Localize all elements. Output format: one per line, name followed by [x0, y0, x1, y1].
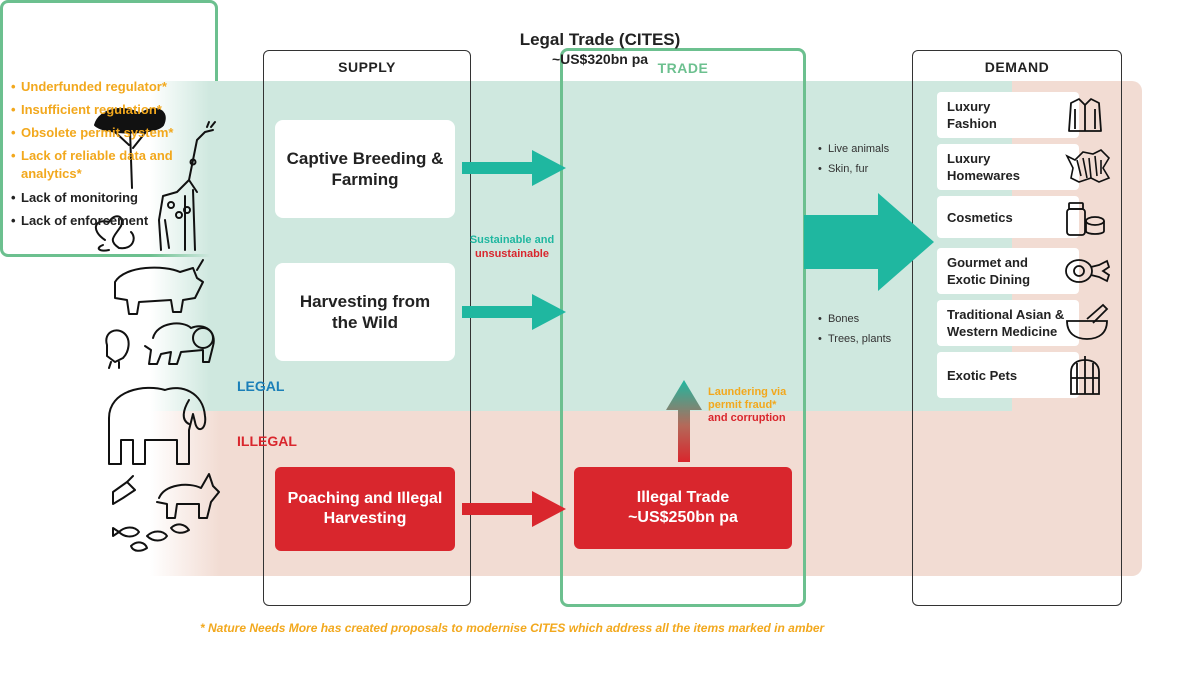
- poaching-box: Poaching and Illegal Harvesting: [275, 467, 455, 551]
- bird-icon: [105, 329, 130, 369]
- product-item: • Skin, fur: [818, 163, 869, 175]
- product-item: • Live animals: [818, 143, 890, 155]
- legal-trade-title: Legal Trade (CITES): [519, 30, 681, 49]
- captive-to-trade-arrow: [462, 150, 566, 186]
- snake-icon: [94, 215, 135, 252]
- harvesting-wild-line2: the Wild: [332, 313, 398, 332]
- supply-header: SUPPLY: [338, 59, 396, 75]
- illegal-trade-box: Illegal Trade ~US$250bn pa: [574, 467, 792, 549]
- wildlife-illustrations: [94, 108, 220, 552]
- laundering-line2: permit fraud*: [708, 399, 777, 411]
- harvesting-wild-line1: Harvesting from: [299, 292, 431, 311]
- meat-icon: [1065, 259, 1111, 283]
- demand-column: [912, 50, 1122, 606]
- unsustainable-label: unsustainable: [475, 248, 549, 260]
- demand-medicine: Traditional Asian &Western Medicine: [937, 300, 1079, 346]
- laundering-line1: Laundering via: [708, 386, 787, 398]
- poaching-line1: Poaching and Illegal: [287, 490, 443, 507]
- issue-item: •Insufficient regulation*: [11, 102, 162, 117]
- products-bottom-list: • Bones • Trees, plants: [818, 313, 891, 353]
- acacia-tree-icon: [94, 108, 166, 189]
- sustainability-note: Sustainable and unsustainable: [462, 233, 562, 261]
- poaching-line2: Harvesting: [323, 510, 407, 527]
- harvesting-wild-box: Harvesting from the Wild: [275, 263, 455, 361]
- trade-to-demand-arrow: [804, 193, 934, 291]
- zebra-rug-icon: [1065, 149, 1111, 183]
- issue-item: •Lack of reliable data and: [11, 148, 173, 163]
- legal-trade-value: ~US$320bn pa: [551, 51, 649, 67]
- illegal-trade-title: Illegal Trade: [636, 489, 730, 506]
- birdcage-icon: [1070, 356, 1100, 395]
- issue-item: •Lack of enforcement: [11, 213, 149, 228]
- giraffe-icon: [158, 121, 216, 251]
- issue-item: •Underfunded regulator*: [11, 79, 167, 94]
- demand-cosmetics: Cosmetics: [937, 196, 1079, 238]
- captive-breeding-box: Captive Breeding & Farming: [275, 120, 455, 218]
- products-top-list: • Live animals • Skin, fur: [818, 143, 889, 183]
- cosmetics-jar-icon: [1066, 202, 1105, 236]
- issue-item: •Lack of monitoring: [11, 190, 138, 205]
- hummingbird-icon: [112, 475, 136, 505]
- legal-label: LEGAL: [237, 378, 285, 394]
- laundering-arrow: [666, 380, 702, 462]
- sustainable-label: Sustainable and: [469, 234, 555, 246]
- elephant-icon: [108, 386, 207, 465]
- issue-item-continuation: analytics*: [21, 166, 82, 181]
- wild-to-trade-arrow: [462, 294, 566, 330]
- fish-icon: [112, 523, 190, 552]
- laundering-note: Laundering via permit fraud* and corrupt…: [708, 386, 786, 425]
- product-item: • Bones: [818, 313, 860, 325]
- rhino-icon: [114, 259, 204, 315]
- demand-exotic-pets: Exotic Pets: [937, 352, 1079, 398]
- trade-column: [560, 48, 806, 607]
- poaching-to-illegal-arrow: [462, 491, 566, 527]
- illegal-label: ILLEGAL: [237, 433, 297, 449]
- trade-header: TRADE: [657, 60, 709, 76]
- demand-header: DEMAND: [984, 59, 1050, 75]
- mortar-pestle-icon: [1066, 303, 1109, 340]
- coat-icon: [1068, 98, 1102, 132]
- laundering-line3: and corruption: [708, 412, 786, 424]
- illegal-trade-value: ~US$250bn pa: [628, 509, 738, 526]
- footnote: * Nature Needs More has created proposal…: [200, 621, 825, 635]
- supply-column: [263, 50, 471, 606]
- wolf-icon: [156, 473, 220, 519]
- captive-breeding-line1: Captive Breeding &: [286, 149, 444, 168]
- product-item: • Trees, plants: [818, 333, 892, 345]
- captive-breeding-line2: Farming: [331, 170, 399, 189]
- lion-icon: [144, 322, 215, 365]
- issue-item: •Obsolete permit system*: [11, 125, 174, 140]
